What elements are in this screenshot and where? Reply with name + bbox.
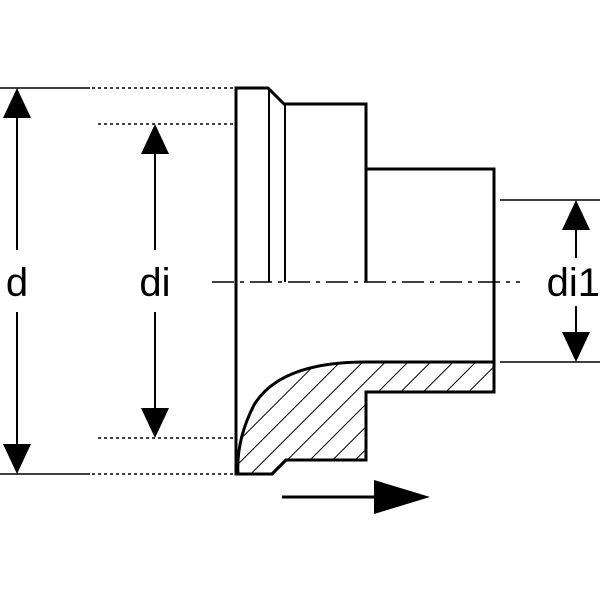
dimension-di1: di1 bbox=[500, 199, 600, 363]
section-hatch bbox=[236, 360, 496, 476]
arrowhead-down-icon bbox=[3, 444, 31, 474]
arrow-right-icon bbox=[282, 480, 430, 514]
dimension-di: di bbox=[98, 123, 234, 439]
label-d: d bbox=[6, 261, 28, 305]
arrowhead-up-icon bbox=[3, 88, 31, 118]
arrowhead-down-icon bbox=[562, 332, 590, 362]
arrowhead-up-icon bbox=[562, 200, 590, 230]
label-di1: di1 bbox=[547, 261, 600, 305]
dimension-d: d bbox=[0, 87, 236, 475]
arrowhead-up-icon bbox=[141, 124, 169, 154]
arrowhead-down-icon bbox=[141, 408, 169, 438]
flow-arrow-head bbox=[374, 480, 430, 514]
label-di: di bbox=[139, 261, 170, 305]
